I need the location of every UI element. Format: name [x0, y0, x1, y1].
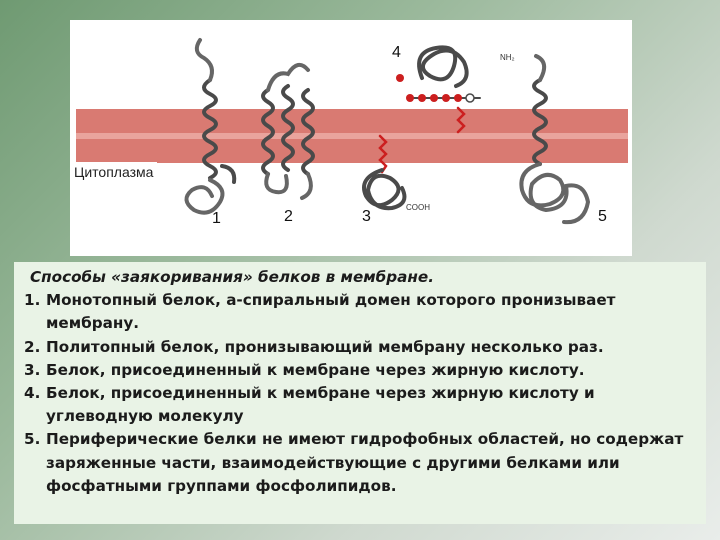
figure-number-1: 1	[212, 210, 221, 227]
caption-item-number: 3.	[24, 360, 41, 379]
caption-item-number: 2.	[24, 337, 41, 356]
caption-box: Способы «заякоривания» белков в мембране…	[14, 262, 706, 524]
caption-item-2: 2. Политопный белок, пронизывающий мембр…	[24, 336, 696, 359]
protein-2	[261, 62, 315, 200]
caption-item-4: 4. Белок, присоединенный к мембране чере…	[24, 382, 696, 428]
membrane-diagram: NH₂ COOH	[76, 38, 628, 225]
caption-title: Способы «заякоривания» белков в мембране…	[30, 268, 434, 286]
nh2-label: NH₂	[500, 53, 515, 62]
figure-number-2: 2	[284, 208, 293, 225]
caption-item-number: 4.	[24, 384, 41, 403]
figure-number-4: 4	[392, 44, 401, 61]
protein-1	[184, 38, 237, 215]
cytoplasm-label: Цитоплазма	[70, 162, 158, 182]
caption-item-number: 1.	[24, 291, 41, 310]
caption-item-text: Монотопный белок, а-спиральный домен кот…	[46, 291, 616, 333]
figure-number-5: 5	[598, 208, 607, 225]
caption-item-text: Политопный белок, пронизывающий мембрану…	[46, 337, 604, 356]
caption-item-1: 1. Монотопный белок, а-спиральный домен …	[24, 289, 696, 335]
caption-item-5: 5. Периферические белки не имеют гидрофо…	[24, 428, 696, 498]
protein-4	[396, 45, 481, 134]
caption-item-3: 3. Белок, присоединенный к мембране чере…	[24, 359, 696, 382]
protein-3	[362, 134, 407, 211]
caption-item-text: Периферические белки не имеют гидрофобны…	[46, 430, 684, 495]
cooh-label: COOH	[406, 203, 430, 212]
membrane-core	[76, 133, 628, 139]
figure-number-3: 3	[362, 208, 371, 225]
protein-5	[519, 54, 591, 225]
caption-item-text: Белок, присоединенный к мембране через ж…	[46, 384, 595, 426]
membrane-figure: NH₂ COOH 1 2 3 4 5 Цитоплазма	[70, 20, 632, 256]
anchor-bead	[396, 74, 404, 82]
caption-item-text: Белок, присоединенный к мембране через ж…	[46, 360, 585, 379]
caption-item-number: 5.	[24, 430, 41, 449]
